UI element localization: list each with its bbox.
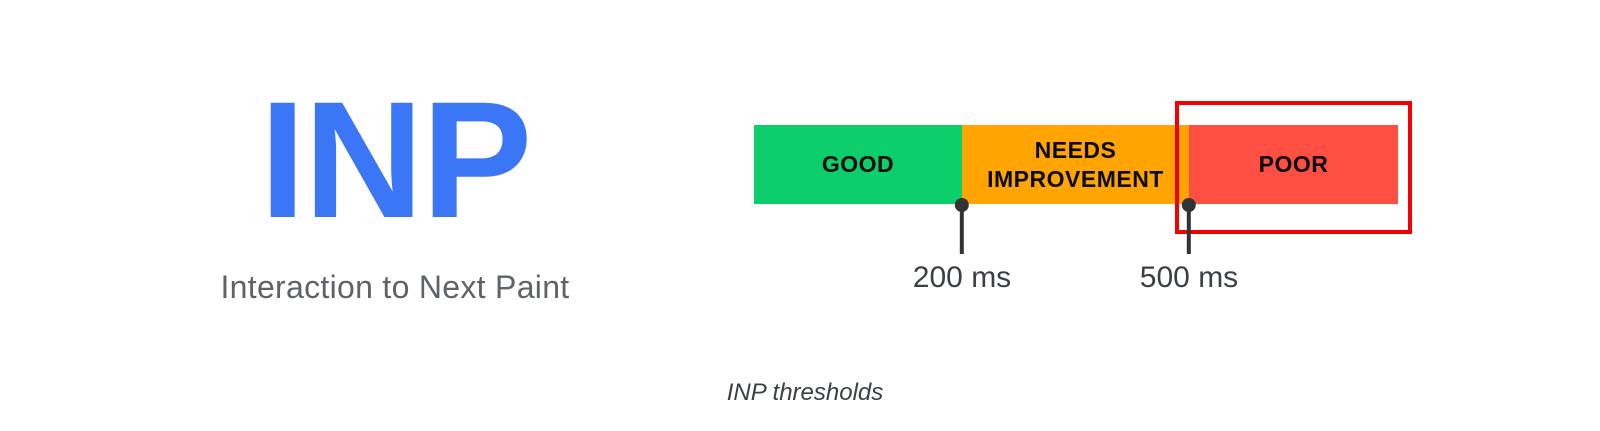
threshold-marker-dot: [954, 198, 969, 212]
threshold-marker-stem: [959, 210, 964, 254]
threshold-bar: GOOD NEEDS IMPROVEMENT POOR: [754, 125, 1398, 204]
threshold-marker-dot: [1181, 198, 1196, 212]
threshold-marker-200ms: 200 ms: [913, 198, 1011, 293]
threshold-label-200ms: 200 ms: [912, 261, 1012, 294]
inp-logo-title: INP: [259, 68, 533, 253]
segment-good: GOOD: [754, 125, 962, 204]
segment-needs-improvement-label: NEEDS IMPROVEMENT: [987, 136, 1164, 192]
segment-needs-improvement: NEEDS IMPROVEMENT: [962, 125, 1189, 204]
inp-logo-subtitle: Interaction to Next Paint: [220, 269, 570, 305]
figure-caption: INP thresholds: [726, 379, 884, 406]
threshold-marker-500ms: 500 ms: [1140, 198, 1238, 293]
segment-poor-label: POOR: [1258, 151, 1329, 178]
segment-poor: POOR: [1189, 125, 1398, 204]
segment-good-label: GOOD: [821, 151, 895, 178]
threshold-marker-stem: [1186, 210, 1191, 254]
threshold-label-500ms: 500 ms: [1139, 261, 1239, 294]
inp-logo: INP Interaction to Next Paint: [130, 68, 660, 305]
